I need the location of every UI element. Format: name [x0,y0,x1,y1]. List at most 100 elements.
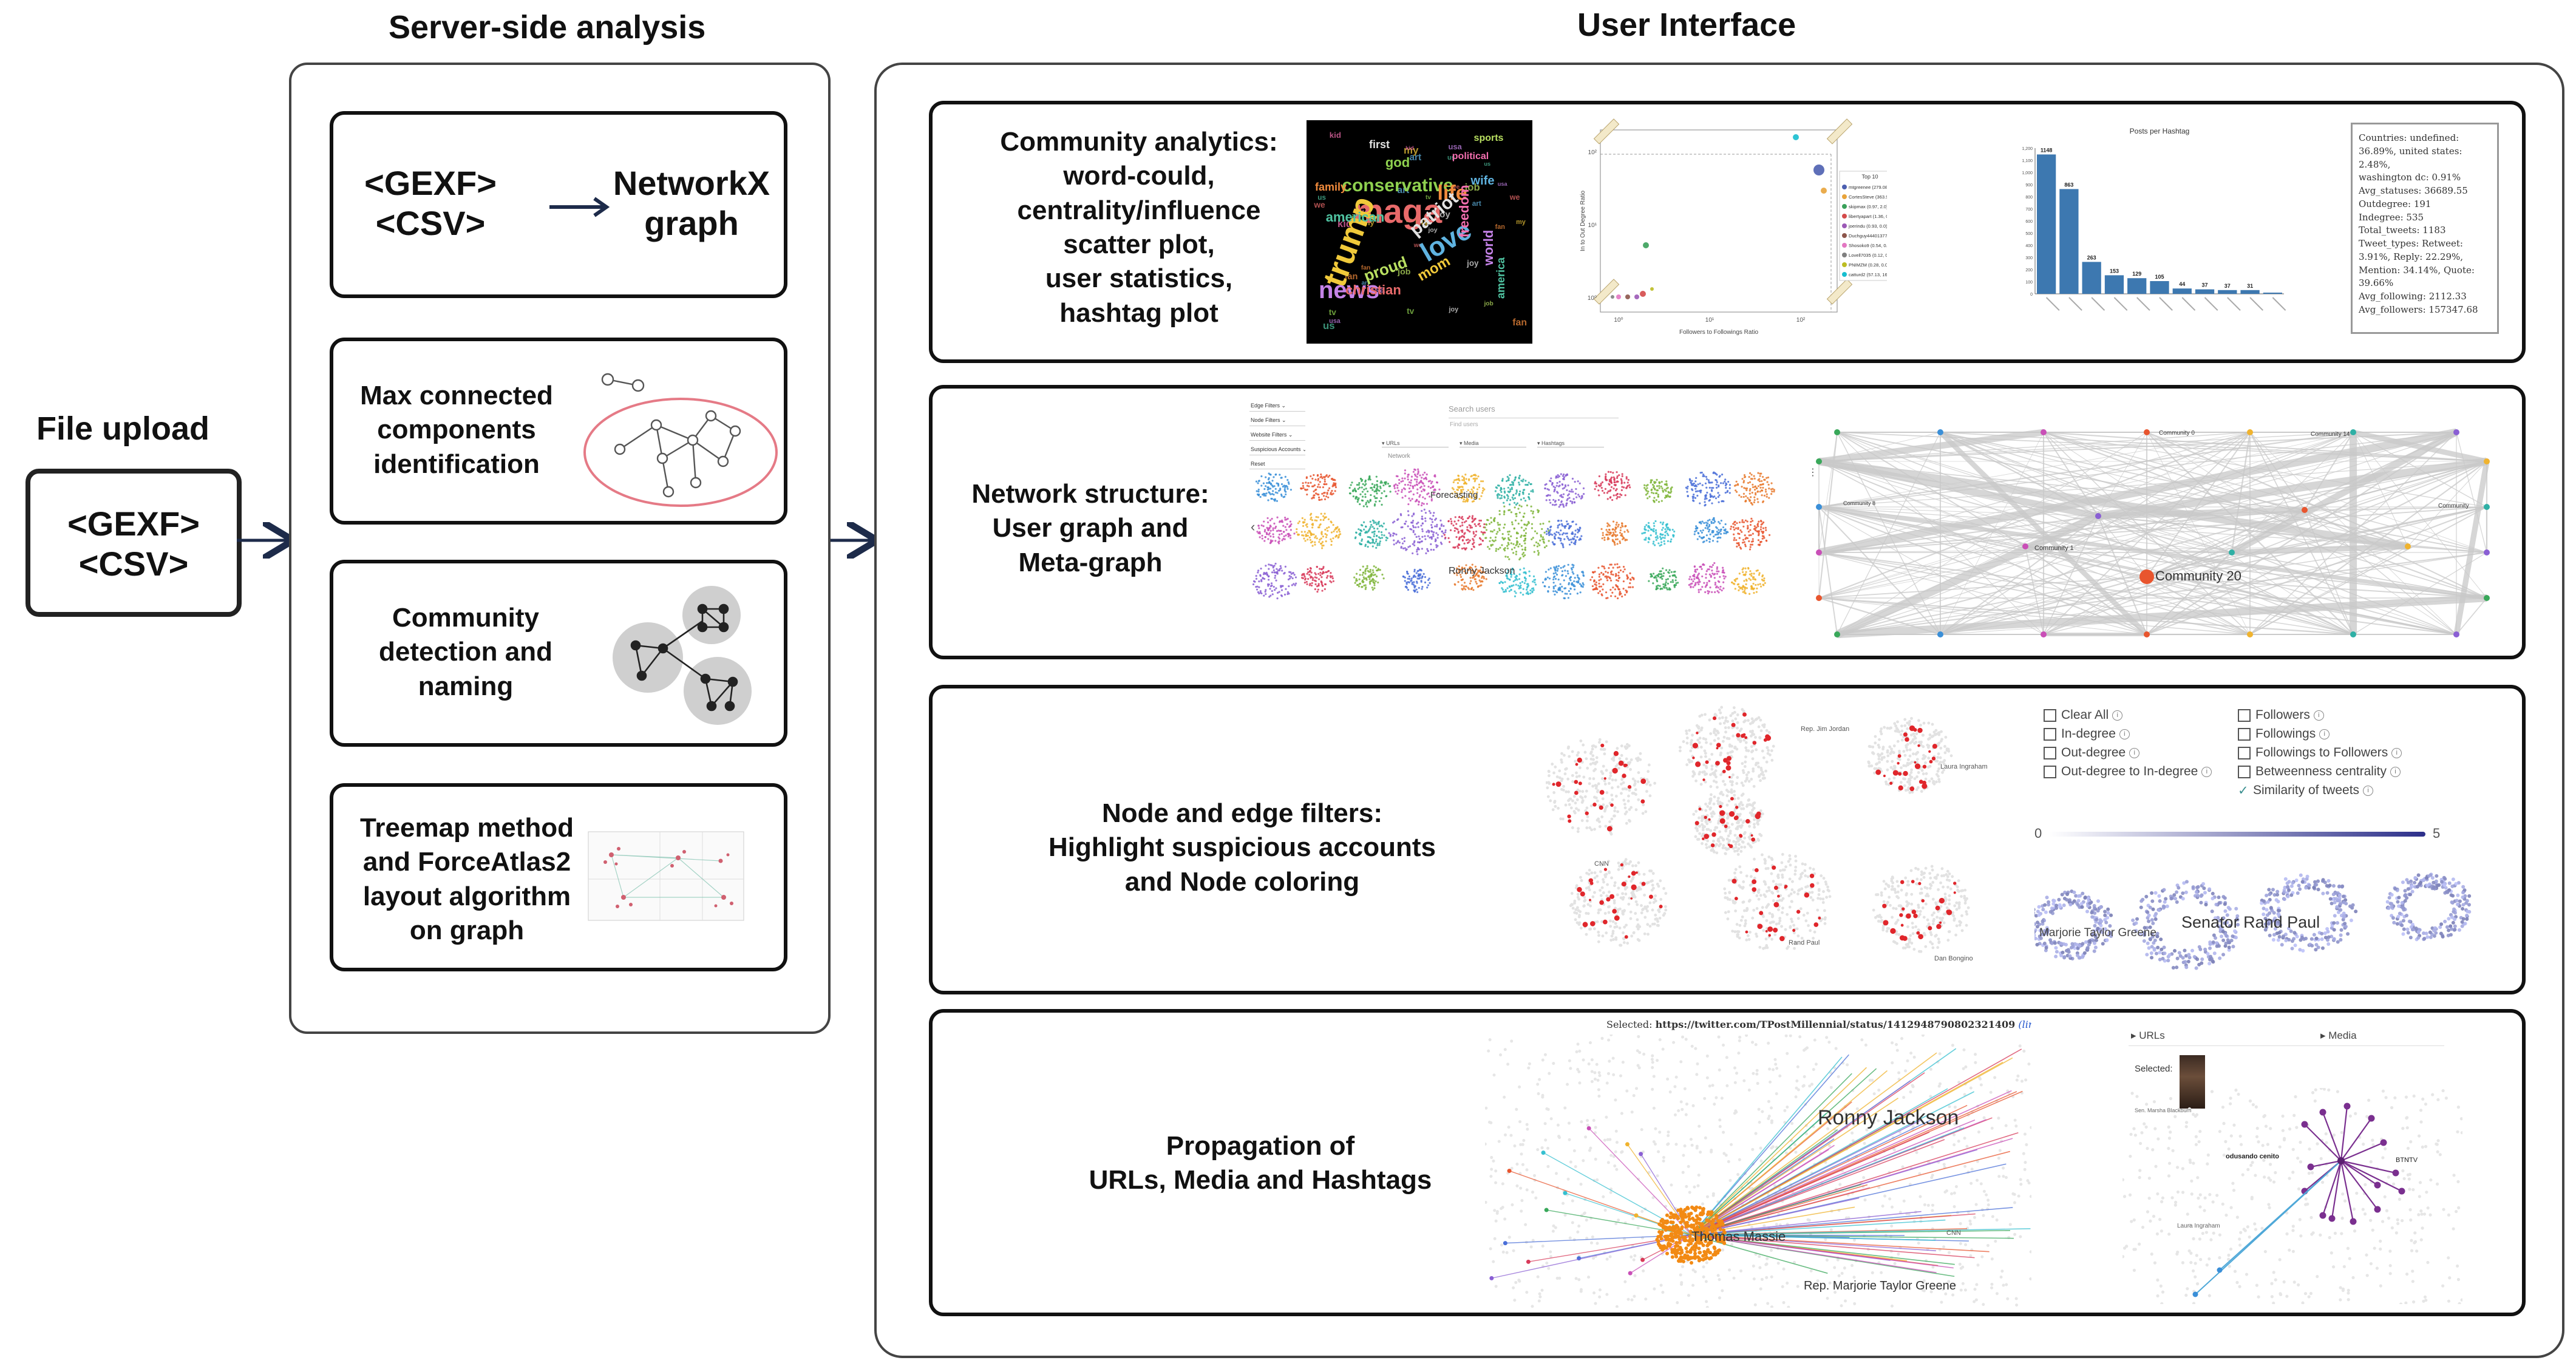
checkbox-icon[interactable] [2044,708,2056,722]
meta-graph-node[interactable] [2350,429,2356,435]
user-cluster[interactable] [1393,468,1441,506]
hashtag-bar[interactable] [2195,289,2215,294]
meta-graph-node[interactable] [2484,504,2490,510]
user-cluster[interactable] [1443,515,1486,551]
scatter-point[interactable] [1640,291,1646,297]
hashtag-bar[interactable] [2127,278,2147,294]
meta-graph-node[interactable] [2144,429,2150,435]
meta-graph-menu-icon[interactable]: ⋮ [1808,467,1818,478]
media-thumbnail[interactable] [2180,1055,2205,1109]
user-cluster[interactable] [1348,475,1392,508]
user-cluster[interactable] [1453,563,1487,591]
meta-graph-node[interactable] [1937,429,1943,435]
checkbox-icon[interactable] [2044,746,2056,759]
meta-graph-node[interactable] [1816,504,1822,510]
meta-graph-node[interactable] [1834,631,1840,637]
hashtag-bar[interactable] [2082,262,2101,294]
checkmark-icon[interactable]: ✓ [2238,784,2249,798]
meta-graph-node[interactable] [2041,631,2047,637]
meta-graph-node[interactable] [2484,458,2490,464]
meta-graph-node[interactable] [2041,429,2047,435]
meta-graph-node[interactable] [2484,595,2490,601]
user-cluster[interactable] [1693,517,1729,543]
checkbox-icon[interactable] [2238,727,2251,741]
selected-url-link[interactable]: (link) [2018,1019,2031,1030]
graph-community[interactable] [1723,852,1832,950]
hashtag-bar[interactable] [2037,154,2056,294]
media-tab-media[interactable]: ▸ Media [2320,1030,2357,1041]
user-cluster[interactable] [1730,517,1771,551]
meta-graph-node[interactable] [2350,631,2356,637]
info-icon[interactable]: i [2119,729,2130,739]
user-cluster[interactable] [1494,474,1534,506]
graph-community[interactable] [1546,738,1656,836]
info-icon[interactable]: i [2313,710,2324,721]
network-filter-dropdown[interactable]: Edge Filters ⌄ [1249,401,1305,412]
graph-community[interactable] [1569,858,1668,947]
user-cluster[interactable] [1733,472,1775,506]
user-cluster[interactable] [1498,567,1537,597]
scatter-point[interactable] [1821,188,1827,194]
hashtag-bar[interactable] [2172,288,2192,294]
scatter-point[interactable] [1616,294,1621,299]
collapse-chevron-icon[interactable]: ‹ [1251,519,1256,534]
network-filter-dropdown[interactable]: Node Filters ⌄ [1249,415,1305,426]
hashtag-bar[interactable] [2150,281,2169,294]
hashtag-bar[interactable] [2240,290,2260,294]
network-filter-dropdown[interactable]: Suspicious Accounts ⌄ [1249,444,1305,455]
scatter-point[interactable] [1611,295,1614,299]
hashtag-bar[interactable] [2059,189,2079,294]
user-cluster[interactable] [1594,471,1631,501]
user-cluster[interactable] [1301,565,1334,593]
network-chip-media[interactable]: ▾ Media [1460,440,1526,447]
user-cluster[interactable] [1541,563,1585,600]
info-icon[interactable]: i [2201,766,2212,777]
network-filter-dropdown[interactable]: Reset [1249,459,1305,469]
color-scale-slider[interactable]: 0 5 [2034,823,2447,848]
meta-graph-node[interactable] [2453,631,2459,637]
colored-community[interactable] [2131,880,2240,970]
meta-graph-node[interactable] [2247,429,2253,435]
scatter-point[interactable] [1625,294,1630,299]
user-cluster[interactable] [1451,474,1486,503]
checkbox-icon[interactable] [2044,765,2056,778]
user-cluster[interactable] [1256,516,1296,545]
graph-community[interactable] [1872,865,1970,953]
user-cluster[interactable] [1482,504,1551,561]
checkbox-icon[interactable] [2238,708,2251,722]
user-cluster[interactable] [1589,563,1635,600]
media-tab-urls[interactable]: ▸ URLs [2131,1030,2165,1041]
scatter-point[interactable] [1793,134,1799,140]
info-icon[interactable]: i [2129,747,2140,758]
info-icon[interactable]: i [2363,786,2374,796]
meta-graph-node[interactable] [1816,549,1822,556]
user-cluster[interactable] [1544,473,1585,508]
meta-graph-node[interactable] [2405,543,2411,549]
meta-graph-node[interactable] [1937,631,1943,637]
graph-community[interactable] [1867,716,1953,794]
checkbox-icon[interactable] [2044,727,2056,741]
user-search-input[interactable]: Search users [1449,404,1619,418]
meta-graph-node[interactable] [2247,631,2253,637]
colored-community[interactable] [2034,889,2113,960]
user-cluster[interactable] [1353,565,1385,591]
user-cluster[interactable] [1388,508,1447,556]
user-cluster[interactable] [1252,562,1297,600]
meta-graph-node[interactable] [1834,429,1840,435]
user-cluster[interactable] [1600,520,1630,546]
graph-community[interactable] [1692,790,1764,856]
meta-graph-node[interactable] [1816,458,1822,464]
meta-graph-node[interactable] [2144,631,2150,637]
info-icon[interactable]: i [2112,710,2123,721]
colored-community[interactable] [2385,872,2472,942]
user-cluster[interactable] [1402,568,1431,593]
scatter-point[interactable] [1813,165,1824,175]
checkbox-icon[interactable] [2238,765,2251,778]
